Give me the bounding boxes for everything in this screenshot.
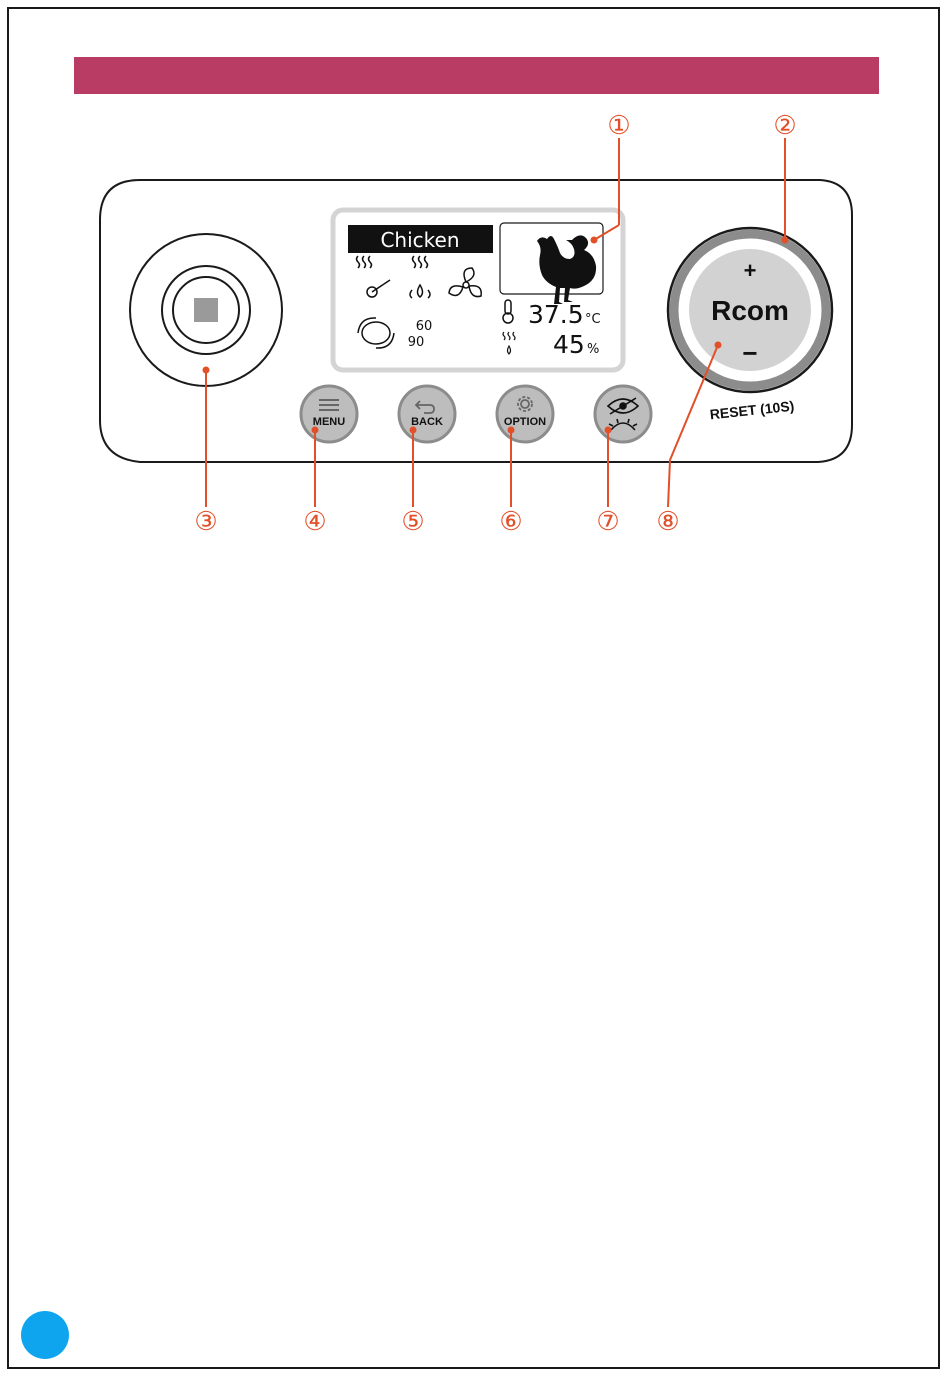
callout-dot-5 bbox=[410, 427, 417, 434]
callout-number-6: ⑥ bbox=[499, 506, 522, 536]
program-name: Chicken bbox=[380, 228, 459, 252]
turning-value-2: 90 bbox=[408, 335, 425, 350]
callout-dot-7 bbox=[605, 427, 612, 434]
callout-number-2: ② bbox=[773, 110, 796, 140]
callout-number-8: ⑧ bbox=[656, 506, 679, 536]
callout-number-5: ⑤ bbox=[401, 506, 424, 536]
stop-button[interactable] bbox=[130, 234, 282, 386]
callout-dot-8 bbox=[715, 342, 722, 349]
callout-number-7: ⑦ bbox=[596, 506, 619, 536]
option-button[interactable]: OPTION bbox=[497, 386, 553, 442]
humidity-value: 45 bbox=[553, 330, 585, 359]
callout-dot-2 bbox=[782, 237, 789, 244]
callout-dot-6 bbox=[508, 427, 515, 434]
back-button[interactable]: BACK bbox=[399, 386, 455, 442]
rcom-dial[interactable]: + Rcom − bbox=[668, 228, 832, 392]
callout-dot-3 bbox=[203, 367, 210, 374]
lcd-display: Chicken bbox=[333, 210, 623, 370]
dial-minus[interactable]: − bbox=[742, 338, 757, 368]
turning-value-1: 60 bbox=[416, 319, 433, 334]
callout-dot-1 bbox=[591, 237, 598, 244]
menu-label: MENU bbox=[313, 416, 345, 428]
control-panel-diagram: Chicken bbox=[0, 0, 950, 600]
dial-plus[interactable]: + bbox=[744, 258, 757, 283]
stop-icon bbox=[194, 298, 218, 322]
temperature-unit: °C bbox=[585, 312, 601, 327]
dial-brand-logo: Rcom bbox=[711, 295, 789, 326]
callout-number-4: ④ bbox=[303, 506, 326, 536]
temperature-value: 37.5 bbox=[528, 300, 584, 329]
callout-dot-4 bbox=[312, 427, 319, 434]
light-button[interactable] bbox=[595, 386, 651, 442]
option-label: OPTION bbox=[504, 416, 546, 428]
callout-number-3: ③ bbox=[194, 506, 217, 536]
humidity-unit: % bbox=[587, 342, 599, 357]
back-label: BACK bbox=[411, 416, 443, 428]
menu-button[interactable]: MENU bbox=[301, 386, 357, 442]
page-number-badge bbox=[21, 1311, 69, 1359]
callout-number-1: ① bbox=[607, 110, 630, 140]
